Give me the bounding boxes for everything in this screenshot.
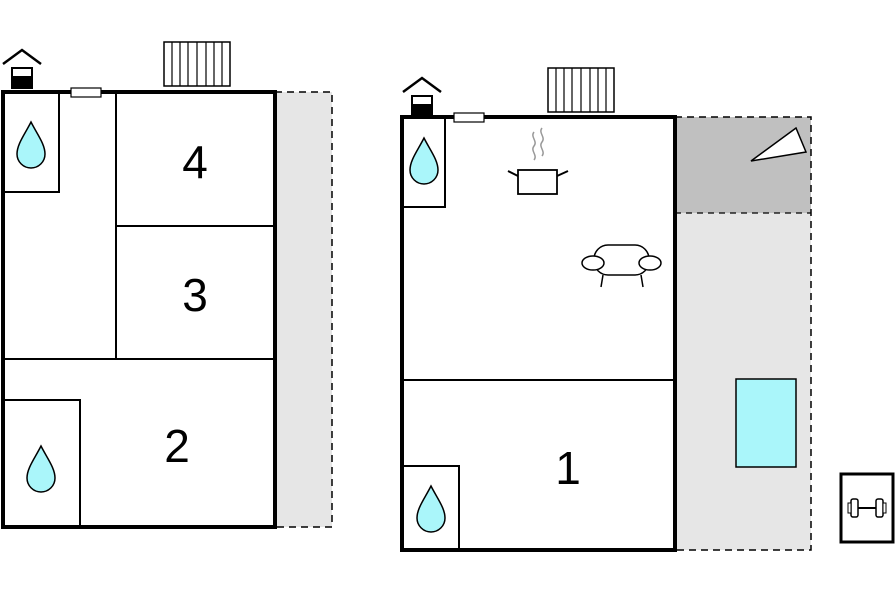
terrace-left (275, 92, 332, 527)
room-label-2: 2 (164, 420, 190, 472)
sofa-icon (581, 244, 662, 288)
water-drop-icon (16, 121, 46, 169)
water-drop-icon (409, 137, 439, 185)
chimney-icon (1, 48, 43, 90)
room-label-3: 3 (182, 269, 208, 321)
chimney-icon (401, 76, 443, 118)
terrace-left-border (275, 91, 333, 528)
window-right (453, 112, 485, 123)
water-drop-icon (26, 445, 56, 493)
fitness-dumbbell-icon (839, 472, 895, 544)
pool (735, 378, 797, 468)
water-drop-icon (416, 485, 446, 533)
window-left (70, 87, 102, 98)
bathroom-bottom-right (401, 465, 460, 551)
unit-left-walls (1, 90, 277, 529)
sunshade-icon (750, 126, 808, 162)
cooking-pot-icon (507, 127, 569, 195)
radiator-icon (163, 41, 231, 87)
radiator-icon (547, 67, 615, 113)
bathroom-top-left (2, 91, 60, 193)
bathroom-bottom-left (2, 399, 81, 528)
terrace-right-border (675, 116, 812, 551)
room-label-1: 1 (555, 442, 581, 494)
room-label-4: 4 (182, 136, 208, 188)
unit-right-walls (400, 115, 677, 552)
